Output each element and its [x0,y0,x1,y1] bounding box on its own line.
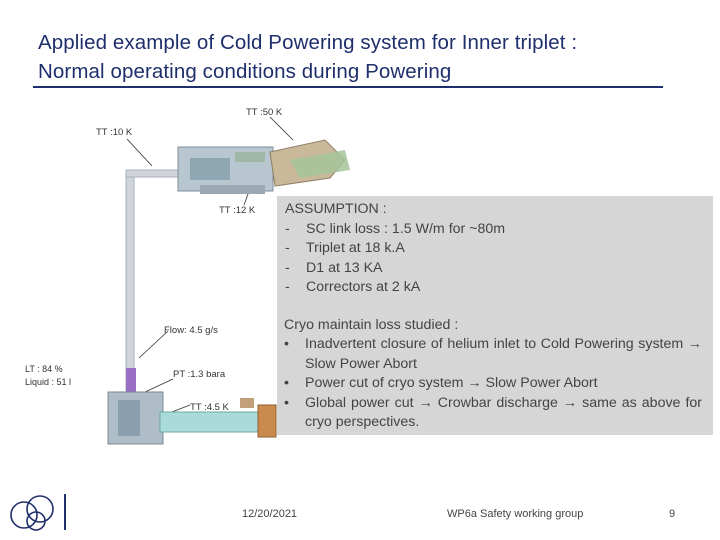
logo-divider [64,494,66,530]
assumption-item: -D1 at 13 KA [285,259,383,276]
label-flow: Flow: 4.5 g/s [164,325,218,336]
label-liquid: Liquid : 51 l [25,377,72,387]
cryo-item: •Power cut of cryo system → Slow Power A… [284,375,598,392]
label-tt-4-5k: TT :4.5 K [190,402,229,413]
cern-logo [10,495,54,531]
slide-title-line-2: Normal operating conditions during Power… [38,60,452,83]
label-tt-12k: TT :12 K [219,205,256,216]
title-underline [33,86,663,88]
cryo-block: Cryo maintain loss studied : •Inadverten… [284,316,702,432]
cryo-item: •Global power cut → Crowbar discharge → … [284,394,702,431]
assumption-heading: ASSUMPTION : [285,201,387,217]
footer-group: WP6a Safety working group [447,508,584,520]
cryo-heading: Cryo maintain loss studied : [284,317,459,333]
label-tt-10k: TT :10 K [96,127,133,138]
text-panel [277,196,713,435]
slide-title-line-1: Applied example of Cold Powering system … [38,31,578,54]
cryo-item: •Inadvertent closure of helium inlet to … [284,336,702,372]
label-tt-50k: TT :50 K [246,107,283,118]
assumption-item: -Correctors at 2 kA [285,279,421,295]
label-lt: LT : 84 % [25,364,63,374]
assumption-block: ASSUMPTION : -SC link loss : 1.5 W/m for… [285,200,505,298]
assumption-item: -SC link loss : 1.5 W/m for ~80m [285,220,506,237]
page-number: 9 [669,508,676,520]
assumption-item: -Triplet at 18 k.A [285,240,405,256]
label-pt: PT :1.3 bara [173,369,226,380]
footer-date: 12/20/2021 [242,508,298,520]
